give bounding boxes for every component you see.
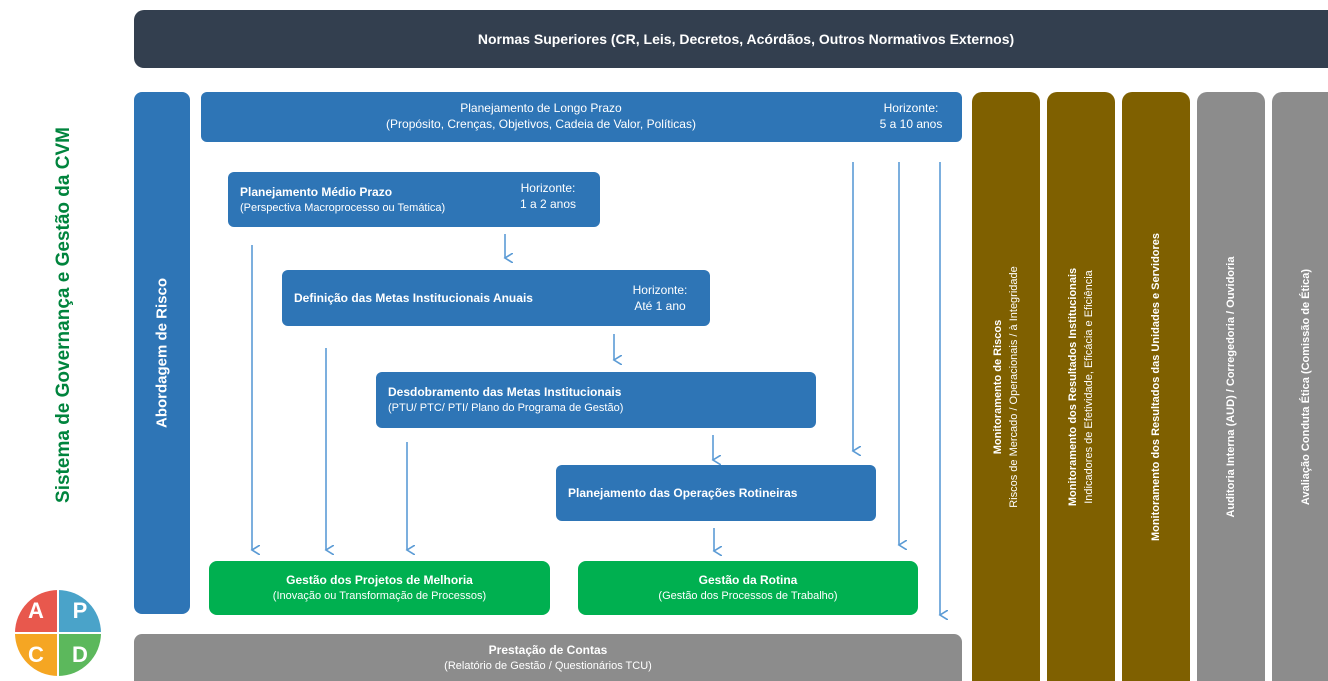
routine-management-subtitle: (Gestão dos Processos de Trabalho): [658, 590, 838, 602]
long-term-subtitle: (Propósito, Crenças, Objetivos, Cadeia d…: [386, 117, 696, 131]
audit-column: Auditoria Interna (AUD) / Corregedoria /…: [1197, 92, 1265, 681]
mid-term-text: Planejamento Médio Prazo (Perspectiva Ma…: [240, 184, 510, 216]
long-term-planning-box: Planejamento de Longo Prazo (Propósito, …: [201, 92, 962, 142]
annual-goals-title: Definição das Metas Institucionais Anuai…: [294, 291, 533, 305]
side-title-container: Sistema de Governança e Gestão da CVM: [44, 90, 84, 540]
risk-approach-label: Abordagem de Risco: [153, 277, 171, 429]
top-banner-text: Normas Superiores (CR, Leis, Decretos, A…: [477, 31, 1015, 47]
logo-letter-c: C: [28, 642, 44, 667]
long-term-horizon: Horizonte: 5 a 10 anos: [861, 100, 961, 132]
logo-quadrant-p: P: [59, 590, 101, 632]
annual-goals-horizon: Horizonte: Até 1 ano: [620, 282, 700, 314]
risk-monitoring-title: Monitoramento de Riscos: [992, 319, 1004, 454]
accountability-title: Prestação de Contas: [488, 643, 608, 657]
institutional-results-subtitle: Indicadores de Efetividade, Eficácia e E…: [1083, 269, 1095, 504]
annual-goals-horizon-value: Até 1 ano: [634, 299, 686, 313]
unit-results-column: Monitoramento dos Resultados das Unidade…: [1122, 92, 1190, 681]
goal-breakdown-box: Desdobramento das Metas Institucionais (…: [376, 372, 816, 428]
institutional-results-column: Monitoramento dos Resultados Institucion…: [1047, 92, 1115, 681]
mid-term-title: Planejamento Médio Prazo: [240, 185, 393, 199]
goal-breakdown-text: Desdobramento das Metas Institucionais (…: [388, 384, 623, 416]
ethics-column: Avaliação Conduta Ética (Comissão de Éti…: [1272, 92, 1328, 681]
top-banner: Normas Superiores (CR, Leis, Decretos, A…: [134, 10, 1328, 68]
mid-term-horizon: Horizonte: 1 a 2 anos: [508, 180, 588, 212]
improvement-projects-box: Gestão dos Projetos de Melhoria (Inovaçã…: [209, 561, 550, 615]
long-term-text: Planejamento de Longo Prazo (Propósito, …: [201, 100, 881, 132]
annual-goals-box: Definição das Metas Institucionais Anuai…: [282, 270, 710, 326]
logo-letter-p: P: [72, 598, 88, 623]
annual-goals-horizon-label: Horizonte:: [632, 283, 688, 297]
logo-quadrant-d: D: [59, 634, 101, 676]
logo-letter-a: A: [28, 598, 44, 623]
risk-monitoring-subtitle: Riscos de Mercado / Operacionais / à Int…: [1008, 265, 1020, 508]
routine-management-box: Gestão da Rotina (Gestão dos Processos d…: [578, 561, 918, 615]
mid-term-horizon-label: Horizonte:: [520, 181, 576, 195]
unit-results-title: Monitoramento dos Resultados das Unidade…: [1150, 232, 1162, 541]
logo-letter-d: D: [72, 642, 88, 667]
risk-monitoring-text: Monitoramento de Riscos Riscos de Mercad…: [990, 266, 1022, 508]
side-title: Sistema de Governança e Gestão da CVM: [53, 127, 74, 503]
risk-approach-column: Abordagem de Risco: [134, 92, 190, 614]
improvement-projects-title: Gestão dos Projetos de Melhoria: [286, 573, 473, 587]
audit-title: Auditoria Interna (AUD) / Corregedoria /…: [1225, 256, 1237, 517]
logo-quadrant-a: A: [15, 590, 57, 632]
routine-management-title: Gestão da Rotina: [698, 573, 798, 587]
institutional-results-text: Monitoramento dos Resultados Institucion…: [1065, 267, 1097, 505]
pdca-logo: A P C D: [15, 590, 101, 676]
accountability-subtitle: (Relatório de Gestão / Questionários TCU…: [444, 660, 652, 672]
routine-planning-box: Planejamento das Operações Rotineiras: [556, 465, 876, 521]
goal-breakdown-title: Desdobramento das Metas Institucionais: [388, 385, 622, 399]
long-term-horizon-label: Horizonte:: [883, 101, 939, 115]
routine-planning-title: Planejamento das Operações Rotineiras: [568, 486, 798, 500]
mid-term-planning-box: Planejamento Médio Prazo (Perspectiva Ma…: [228, 172, 600, 227]
mid-term-horizon-value: 1 a 2 anos: [519, 197, 577, 211]
long-term-horizon-value: 5 a 10 anos: [879, 117, 943, 131]
improvement-projects-subtitle: (Inovação ou Transformação de Processos): [272, 590, 487, 602]
institutional-results-title: Monitoramento dos Resultados Institucion…: [1067, 267, 1079, 506]
logo-quadrant-c: C: [15, 634, 57, 676]
goal-breakdown-subtitle: (PTU/ PTC/ PTI/ Plano do Programa de Ges…: [388, 402, 624, 414]
mid-term-subtitle: (Perspectiva Macroprocesso ou Temática): [240, 202, 446, 214]
accountability-box: Prestação de Contas (Relatório de Gestão…: [134, 634, 962, 681]
risk-monitoring-column: Monitoramento de Riscos Riscos de Mercad…: [972, 92, 1040, 681]
ethics-title: Avaliação Conduta Ética (Comissão de Éti…: [1300, 268, 1312, 505]
long-term-title: Planejamento de Longo Prazo: [460, 101, 622, 115]
